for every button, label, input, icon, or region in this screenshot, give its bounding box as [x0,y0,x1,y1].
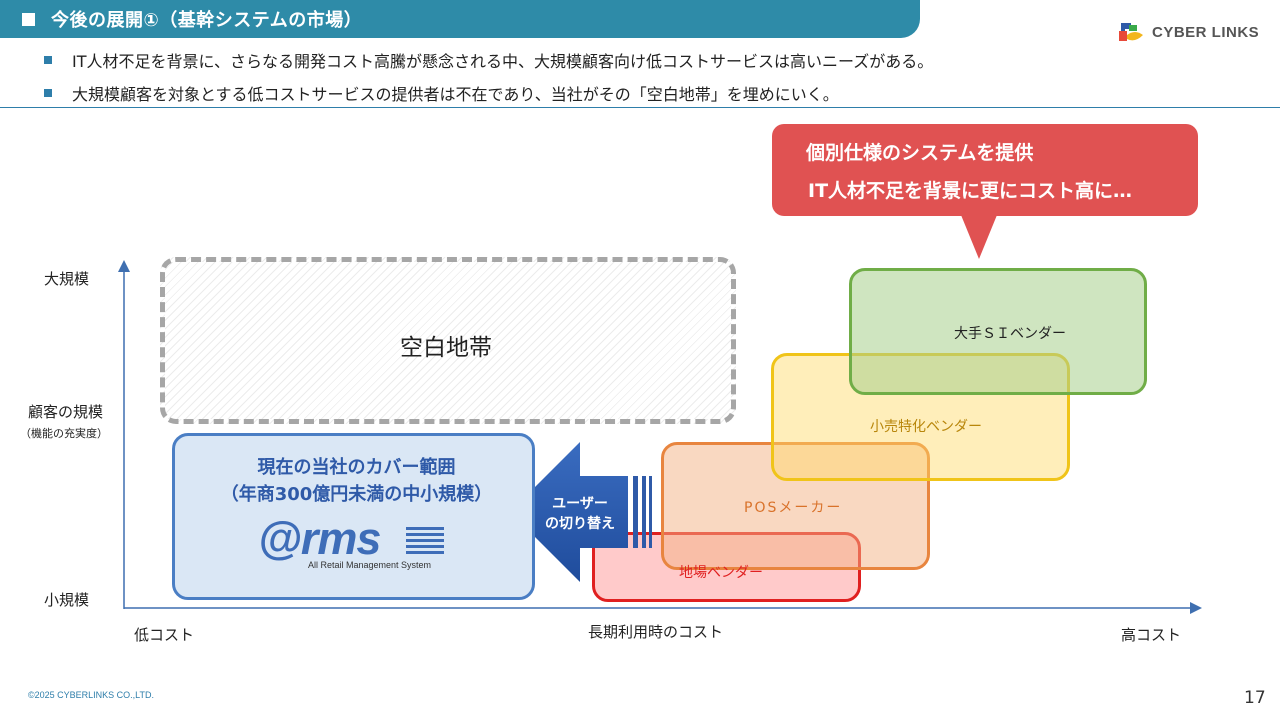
current-coverage-box: 現在の当社のカバー範囲 （年商300億円未満の中小規模） [172,433,535,600]
vendor-si-label: 大手ＳＩベンダー [954,326,1066,342]
vendor-pos-label: POSメーカー [744,500,843,516]
logo-text: CYBER LINKS [1152,23,1260,41]
bullet-square-icon [44,56,52,64]
bullet-item: 大規模顧客を対象とする低コストサービスの提供者は不在であり、当社がその「空白地帯… [44,81,839,105]
current-coverage-line-1: 現在の当社のカバー範囲 [257,457,456,478]
current-coverage-line-2: （年商300億円未満の中小規模） [220,484,493,505]
y-axis-top-label: 大規模 [44,270,90,288]
arms-logo-subtitle: All Retail Management System [308,560,432,570]
y-axis-subtitle: （機能の充実度） [20,427,108,440]
title-square-icon [22,12,35,26]
company-logo: CYBER LINKS [1117,19,1259,45]
bullet-item: IT人材不足を背景に、さらなる開発コスト高騰が懸念される中、大規模顧客向け低コス… [44,48,933,72]
vendor-retail-label: 小売特化ベンダー [870,419,982,435]
bullet-text: 大規模顧客を対象とする低コストサービスの提供者は不在であり、当社がその「空白地帯… [72,85,839,104]
x-axis-left-label: 低コスト [134,626,195,644]
bullet-text: IT人材不足を背景に、さらなる開発コスト高騰が懸念される中、大規模顧客向け低コス… [72,52,934,71]
x-axis-right-label: 高コスト [1121,626,1182,644]
header-divider [0,107,1280,108]
vendor-si-box [849,268,1147,395]
page-title: 今後の展開①（基幹システムの市場） [51,10,363,31]
cyber-links-logo-icon [1119,23,1143,41]
callout-line-1: 個別仕様のシステムを提供 [806,142,1034,164]
bullet-square-icon [44,89,52,97]
x-axis-title: 長期利用時のコスト [588,623,724,641]
arms-logo-lines [406,527,444,557]
footer-copyright: ©2025 CYBERLINKS CO.,LTD. [28,690,155,700]
page-number: 17 [1244,688,1266,708]
callout-line-2: IT人材不足を背景に更にコスト高に… [808,180,1133,202]
current-coverage-heading: 現在の当社のカバー範囲 （年商300億円未満の中小規模） [175,454,538,508]
arms-logo-text: @rms [258,513,381,564]
arms-logo: @rms [258,513,444,565]
empty-zone-box [160,257,736,424]
empty-zone-label: 空白地帯 [400,335,492,361]
y-axis-bottom-label: 小規模 [44,591,90,609]
user-switch-line-2: の切り替え [545,516,615,532]
vendor-local-label: 地場ベンダー [679,565,763,581]
callout-bubble: 個別仕様のシステムを提供 IT人材不足を背景に更にコスト高に… [772,124,1198,216]
callout-tail [961,215,997,259]
title-bar: 今後の展開①（基幹システムの市場） [0,0,920,38]
vendor-pos-box [661,442,930,570]
y-axis-title: 顧客の規模 [28,403,104,421]
user-switch-label: ユーザー の切り替え [540,494,620,534]
user-switch-line-1: ユーザー [552,496,608,512]
